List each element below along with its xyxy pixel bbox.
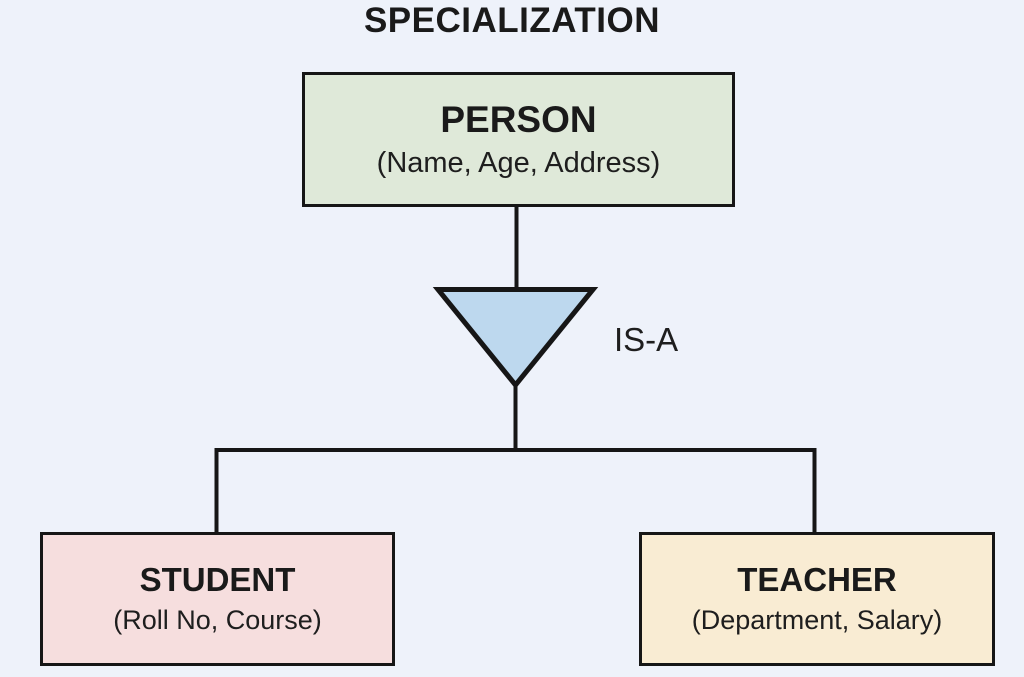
entity-student-name: STUDENT <box>139 561 296 598</box>
isa-triangle <box>432 287 599 389</box>
entity-person-name: PERSON <box>440 98 597 140</box>
diagram-title: SPECIALIZATION <box>363 1 661 40</box>
entity-person-attributes: (Name, Age, Address) <box>376 146 661 179</box>
entity-teacher: TEACHER (Department, Salary) <box>639 532 995 666</box>
entity-student-attributes: (Roll No, Course) <box>113 605 322 635</box>
entity-teacher-name: TEACHER <box>737 561 897 598</box>
entity-student: STUDENT (Roll No, Course) <box>40 532 395 666</box>
branch-line <box>214 448 817 534</box>
entity-person: PERSON (Name, Age, Address) <box>302 72 735 207</box>
entity-teacher-attributes: (Department, Salary) <box>691 605 943 635</box>
isa-relationship-label: IS-A <box>614 321 679 358</box>
